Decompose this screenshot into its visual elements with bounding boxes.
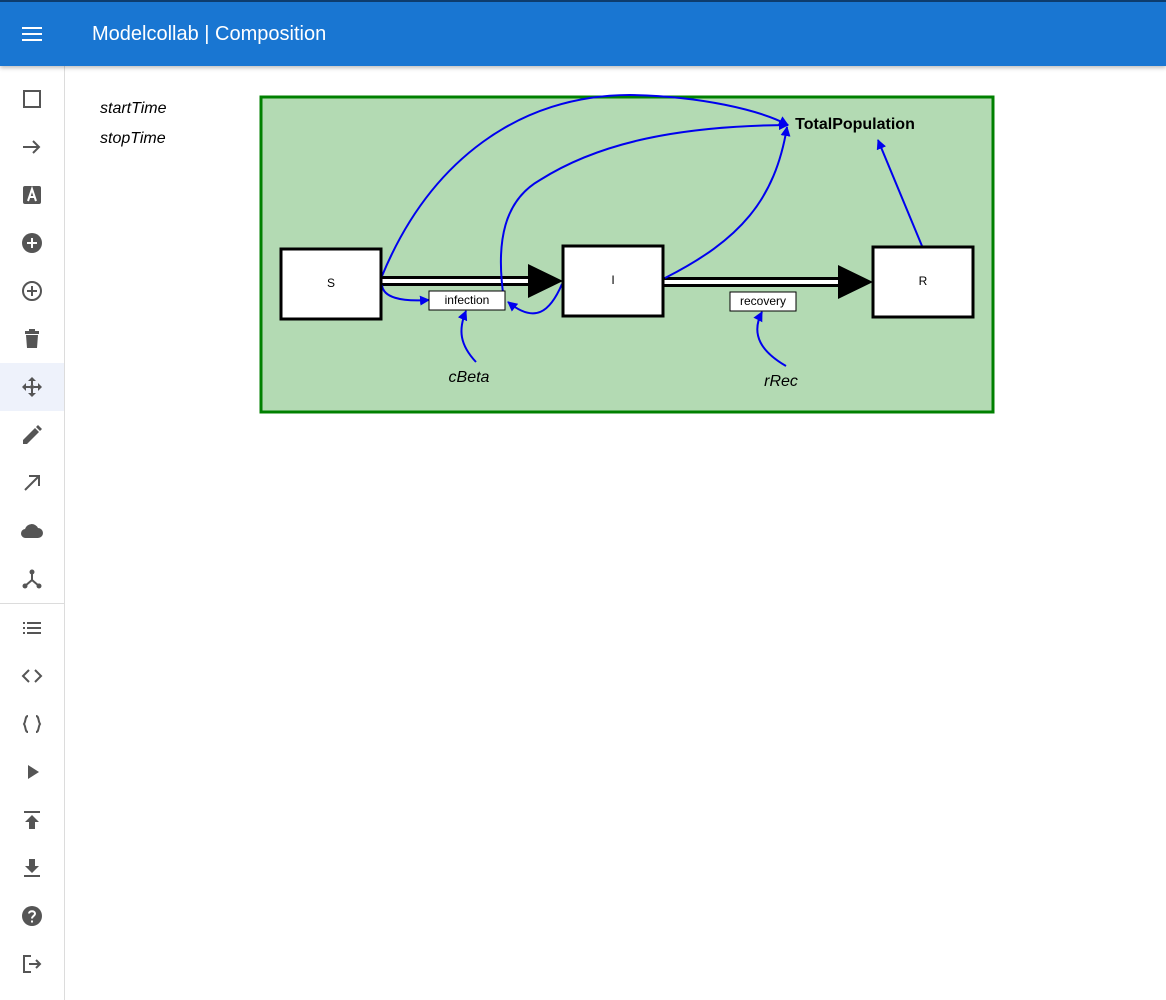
connection-total-to-infection[interactable] — [499, 120, 789, 301]
code-icon — [21, 669, 43, 683]
tool-braces[interactable] — [0, 700, 64, 748]
connection-i-to-infection[interactable] — [507, 283, 563, 315]
tool-text[interactable] — [0, 171, 64, 219]
tool-edit[interactable] — [0, 411, 64, 459]
tool-connection[interactable] — [0, 459, 64, 507]
tool-flow[interactable] — [0, 123, 64, 171]
tool-move[interactable] — [0, 363, 64, 411]
tool-help[interactable] — [0, 892, 64, 940]
tool-merge[interactable] — [0, 555, 64, 603]
sidebar-toolbar — [0, 66, 65, 1000]
flow-label: infection — [445, 293, 490, 307]
braces-icon — [22, 715, 42, 733]
variable-cbeta[interactable]: cBeta — [449, 369, 490, 386]
stock-r[interactable]: R — [871, 245, 975, 319]
tool-stock[interactable] — [0, 75, 64, 123]
toolbar-divider — [0, 603, 64, 604]
tool-delete[interactable] — [0, 315, 64, 363]
stock-label: I — [611, 273, 614, 287]
download-icon — [24, 859, 40, 877]
tool-add-variable[interactable] — [0, 219, 64, 267]
tool-list[interactable] — [0, 604, 64, 652]
help-icon — [22, 906, 42, 926]
upload-icon — [24, 811, 40, 829]
composed-module[interactable] — [259, 95, 995, 414]
parameter-start-time[interactable]: startTime — [100, 100, 167, 117]
cloud-icon — [20, 524, 43, 539]
connection-rrec-to-recovery[interactable] — [753, 311, 787, 367]
pencil-icon — [23, 425, 42, 444]
trash-icon — [25, 329, 39, 348]
flow-infection[interactable]: infection — [428, 290, 506, 311]
parameter-stop-time[interactable]: stopTime — [100, 130, 166, 147]
play-icon — [28, 765, 39, 779]
merge-icon — [22, 569, 42, 589]
flow-pipe-recovery[interactable] — [663, 265, 873, 299]
sum-variable-total-population[interactable]: TotalPopulation — [795, 116, 915, 133]
tool-download[interactable] — [0, 844, 64, 892]
square-outline-icon — [23, 90, 41, 108]
move-icon — [22, 377, 42, 397]
tool-upload[interactable] — [0, 796, 64, 844]
tool-run[interactable] — [0, 748, 64, 796]
tool-logout[interactable] — [0, 940, 64, 988]
connection-s-to-infection[interactable] — [381, 284, 430, 306]
logout-icon — [23, 955, 42, 973]
stock-s[interactable]: S — [279, 247, 383, 321]
tool-add-sum-variable[interactable] — [0, 267, 64, 315]
connection-cbeta-to-infection[interactable] — [457, 310, 477, 363]
connection-r-to-total[interactable] — [876, 139, 923, 247]
add-circle-outline-icon — [22, 281, 42, 301]
tool-cloud[interactable] — [0, 507, 64, 555]
list-icon — [23, 622, 41, 634]
variable-rrec[interactable]: rRec — [764, 373, 798, 390]
text-box-icon — [23, 185, 41, 204]
app-bar: Modelcollab | Composition — [0, 0, 1166, 66]
stock-label: S — [327, 276, 335, 290]
menu-icon — [22, 27, 42, 41]
tool-code[interactable] — [0, 652, 64, 700]
stock-label: R — [919, 274, 928, 288]
connection-i-to-total[interactable] — [664, 126, 791, 279]
page-title: Modelcollab | Composition — [92, 23, 327, 45]
menu-button[interactable] — [16, 18, 48, 50]
flow-recovery[interactable]: recovery — [729, 291, 797, 312]
flow-label: recovery — [740, 294, 786, 308]
arrow-right-icon — [23, 140, 41, 154]
add-circle-icon — [22, 233, 42, 253]
flow-pipe-infection[interactable] — [382, 264, 563, 298]
connection-s-to-total[interactable] — [381, 93, 789, 277]
arrow-diagonal-icon — [24, 475, 40, 491]
stock-i[interactable]: I — [561, 244, 665, 318]
